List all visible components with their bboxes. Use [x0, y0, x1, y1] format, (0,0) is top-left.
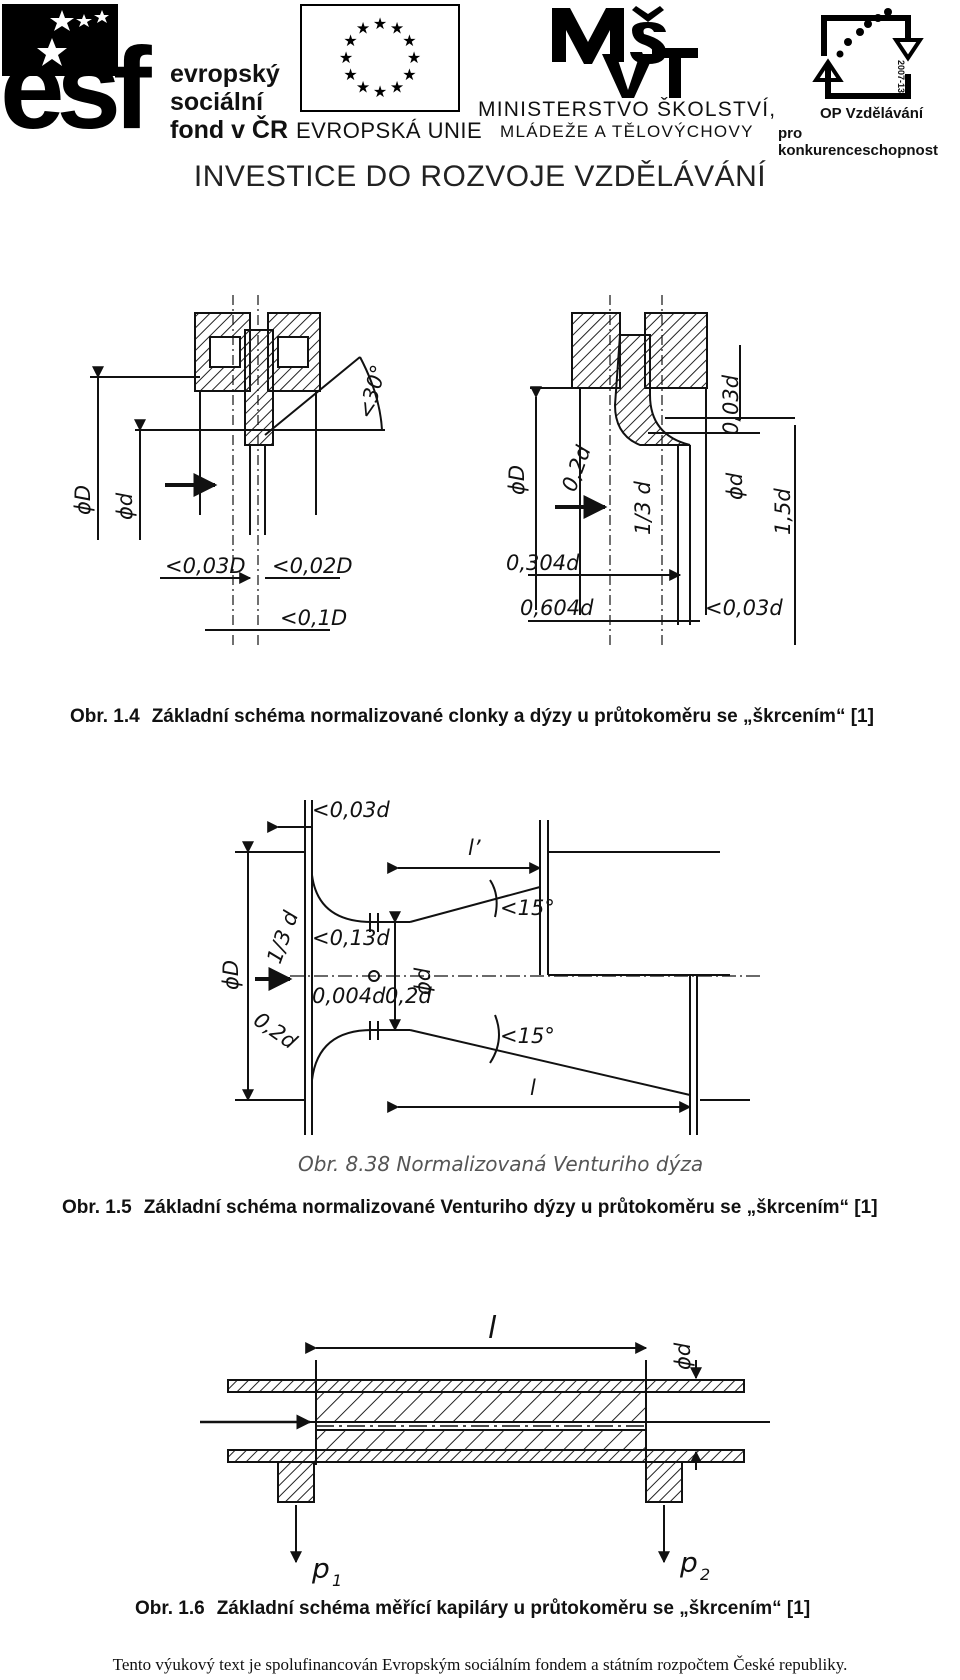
- figure-3-caption-number: Obr. 1.6: [135, 1598, 205, 1619]
- svg-text:<15°: <15°: [500, 896, 555, 920]
- svg-text:<0,1D: <0,1D: [280, 606, 347, 630]
- svg-text:<30°: <30°: [354, 362, 391, 421]
- esf-line-2: sociální: [170, 88, 264, 116]
- figure-2-labels: <0,03d l’ <15° <15° 1/3 d <0,13d ϕD ϕd 0…: [219, 798, 555, 1100]
- eu-star-icon: ★: [390, 77, 404, 96]
- svg-text:1/3 d: 1/3 d: [262, 907, 303, 966]
- eu-star-icon: ★: [373, 14, 387, 33]
- svg-text:ϕD: ϕD: [71, 485, 95, 515]
- svg-text:0,2d: 0,2d: [249, 1007, 302, 1054]
- eu-flag-icon: ★★★★★★★★★★★★: [300, 4, 460, 112]
- msmt-logo: [548, 0, 700, 100]
- svg-text:<15°: <15°: [500, 1024, 555, 1048]
- svg-text:<0,03D: <0,03D: [165, 554, 246, 578]
- svg-text:p: p: [679, 1546, 698, 1579]
- op-line-2: pro konkurenceschopnost: [778, 125, 939, 159]
- svg-text:0,2d: 0,2d: [385, 984, 432, 1008]
- eu-star-icon: ★: [402, 31, 416, 50]
- figure-1-caption-number: Obr. 1.4: [70, 706, 140, 727]
- esf-star-box: [2, 4, 118, 76]
- svg-text:2: 2: [700, 1565, 710, 1584]
- capillary-tube: [200, 1342, 770, 1564]
- svg-text:0,004d: 0,004d: [312, 984, 386, 1008]
- eu-star-icon: ★: [390, 19, 404, 38]
- eu-label: EVROPSKÁ UNIE: [296, 118, 483, 143]
- figure-1-right-labels: ϕD 0,2d 1/3 d ϕd 0,03d 1,5d 0,304d 0,604…: [505, 374, 795, 620]
- esf-line-3: fond v ČR: [170, 116, 289, 144]
- figure-1-caption-text: Základní schéma normalizované clonky a d…: [151, 706, 874, 727]
- figure-2-scan-caption: Obr. 8.38 Normalizovaná Venturiho dýza: [298, 1152, 703, 1176]
- svg-text:ϕd: ϕd: [723, 472, 747, 500]
- nozzle-right: [528, 295, 796, 645]
- svg-text:0,604d: 0,604d: [520, 596, 594, 620]
- figure-3-caption-text: Základní schéma měřící kapiláry u průtok…: [216, 1598, 811, 1619]
- op-logo: [808, 4, 928, 102]
- svg-text:1: 1: [332, 1571, 342, 1590]
- svg-text:<0,03d: <0,03d: [705, 596, 783, 620]
- svg-text:<0,03d: <0,03d: [312, 798, 390, 822]
- svg-text:ϕD: ϕD: [219, 960, 243, 990]
- esf-line-1: evropský: [170, 60, 280, 88]
- svg-text:ϕd: ϕd: [113, 492, 137, 520]
- svg-text:l: l: [530, 1076, 536, 1100]
- esf-letters: esf: [0, 23, 152, 153]
- eu-star-icon: ★: [407, 48, 421, 67]
- figure-1-drawing: ϕD ϕd <30° <0,03D <0,02D <0,1D ϕD 0,2d 1…: [71, 295, 796, 645]
- eu-star-icon: ★: [356, 19, 370, 38]
- op-line-1: OP Vzdělávání: [820, 105, 924, 122]
- msmt-line-2: MLÁDEŽE A TĚLOVÝCHOVY: [500, 122, 754, 141]
- eu-star-icon: ★: [343, 65, 357, 84]
- svg-text:<0,02D: <0,02D: [272, 554, 353, 578]
- svg-text:0,2d: 0,2d: [557, 442, 596, 495]
- eu-star-icon: ★: [339, 48, 353, 67]
- figure-1-left-labels: ϕD ϕd <30° <0,03D <0,02D <0,1D: [71, 362, 391, 630]
- eu-star-icon: ★: [373, 82, 387, 101]
- orifice-plate-left: [90, 295, 385, 645]
- msmt-line-1: MINISTERSTVO ŠKOLSTVÍ,: [478, 98, 777, 121]
- figure-3-caption: Obr. 1.6 Základní schéma měřící kapiláry …: [135, 1598, 810, 1620]
- svg-text:ϕD: ϕD: [505, 465, 529, 495]
- op-years: 2007-13: [896, 60, 906, 94]
- footer-text: Tento výukový text je spolufinancován Ev…: [112, 1655, 848, 1674]
- svg-text:<0,13d: <0,13d: [312, 926, 390, 950]
- eu-star-icon: ★: [356, 77, 370, 96]
- esf-logo: esf evropský sociální fond v ČR: [0, 0, 290, 150]
- svg-text:0,03d: 0,03d: [719, 374, 743, 435]
- figure-3-drawing: l ϕd p 1 p 2: [200, 1311, 770, 1590]
- svg-text:1,5d: 1,5d: [771, 488, 795, 535]
- figure-2-drawing: <0,03d l’ <15° <15° 1/3 d <0,13d ϕD ϕd 0…: [219, 798, 760, 1176]
- svg-text:0,304d: 0,304d: [506, 551, 580, 575]
- eu-star-icon: ★: [402, 65, 416, 84]
- venturi-nozzle: [235, 800, 760, 1135]
- figure-2-caption-text: Základní schéma normalizované Venturiho …: [143, 1197, 878, 1218]
- figure-2-caption: Obr. 1.5 Základní schéma normalizované Ve…: [62, 1197, 878, 1219]
- svg-text:l: l: [488, 1311, 497, 1346]
- slogan: INVESTICE DO ROZVOJE VZDĚLÁVÁNÍ: [193, 160, 767, 193]
- svg-text:1/3 d: 1/3 d: [631, 481, 655, 535]
- svg-text:ϕd: ϕd: [411, 967, 435, 995]
- eu-star-icon: ★: [343, 31, 357, 50]
- esf-wordmark: evropský sociální fond v ČR: [170, 60, 288, 144]
- svg-text:l’: l’: [468, 836, 481, 860]
- figure-2-caption-number: Obr. 1.5: [62, 1197, 132, 1218]
- svg-text:p: p: [311, 1552, 330, 1585]
- svg-text:ϕd: ϕd: [671, 1342, 695, 1370]
- figure-1-caption: Obr. 1.4 Základní schéma normalizované cl…: [70, 706, 874, 728]
- figure-3-labels: l ϕd p 1 p 2: [311, 1311, 710, 1590]
